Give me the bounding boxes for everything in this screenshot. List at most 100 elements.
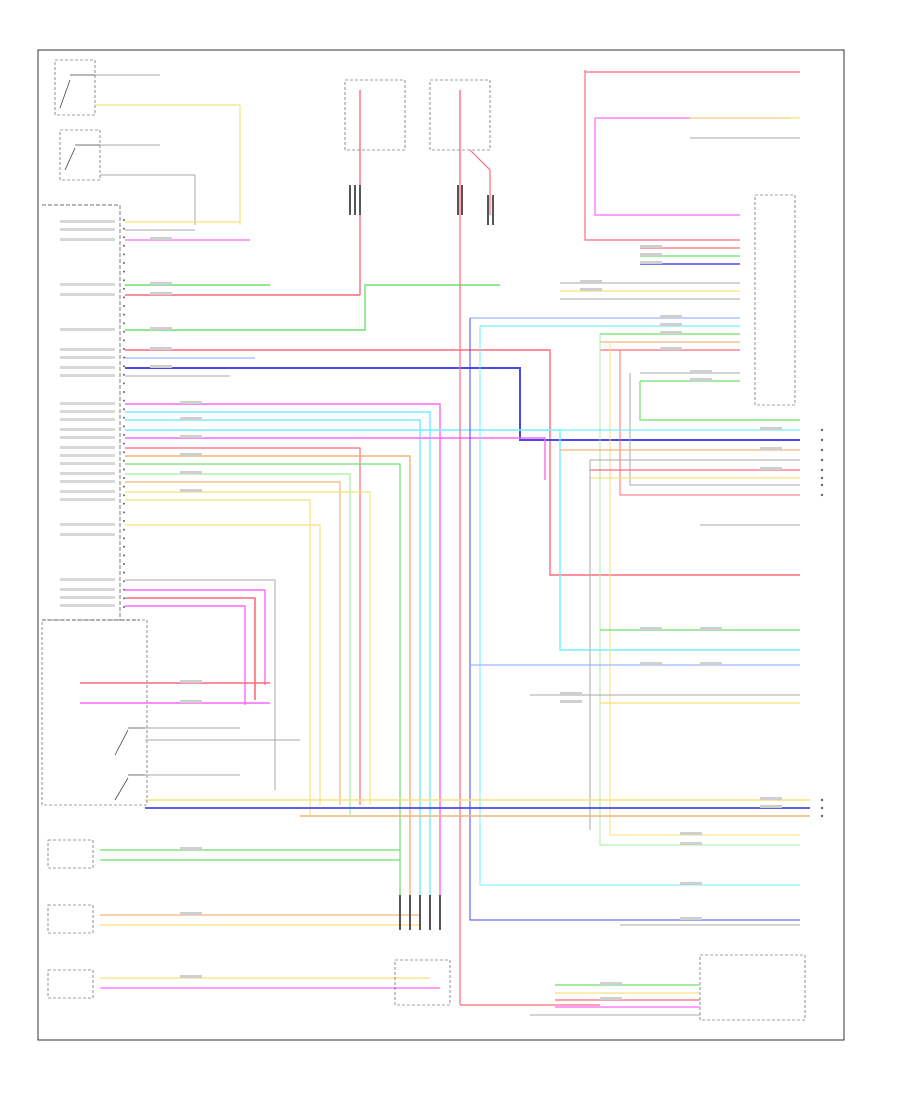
pin-label-placeholder [60,402,115,405]
connector-pin [123,545,125,548]
connector-pin [123,270,125,273]
connector-pin [123,399,125,402]
pin-label-placeholder [60,436,115,439]
pin-label-placeholder [60,328,115,331]
pin-label-placeholder [60,533,115,536]
connector-pin [123,494,125,497]
wire-label-placeholder [640,261,662,264]
pin-label-placeholder [60,293,115,296]
terminal-pin [820,428,824,432]
connector-pin [123,571,125,574]
wire-label-placeholder [640,245,662,248]
connector-pin [123,485,125,488]
connector-pin [123,382,125,385]
connector-pin [123,434,125,436]
wire-label-placeholder [180,417,202,420]
connector-pin [123,356,125,359]
wire-label-placeholder [690,370,712,373]
connector-pin [123,227,125,230]
wire-label-placeholder [640,253,662,256]
wire-labels [150,237,782,1000]
bottom-right-module [530,954,806,1021]
bottom-center-connector [394,895,451,1006]
wire-label-placeholder [680,842,702,845]
pin-label-placeholder [60,356,115,359]
wire-label-placeholder [760,805,782,808]
wire-label-placeholder [150,292,172,295]
wire-label-placeholder [180,912,202,915]
terminal-pin [820,448,824,452]
pin-label-placeholder [60,604,115,607]
connector-pin [123,296,125,299]
connector-pin [123,391,125,393]
pin-label-placeholder [60,480,115,483]
pin-label-placeholder [60,220,115,223]
wire-label-placeholder [580,288,602,291]
wire-label-placeholder [700,662,722,665]
pin-label-placeholder [60,366,115,369]
connector-pin [123,313,125,316]
terminal-pin [820,798,824,802]
connector-pin [123,425,125,428]
wire-label-placeholder [560,700,582,703]
wire-label-placeholder [700,627,722,630]
wire-label-placeholder [180,700,202,703]
connector-pin [123,219,125,221]
pin-label-placeholder [60,238,115,241]
wire-label-placeholder [180,471,202,474]
terminal-pin [820,476,824,480]
right-side-bundle [145,429,810,926]
wire-label-placeholder [690,378,712,381]
lower-left-switches [41,619,440,999]
connector-pin [123,597,125,600]
diagram-border [37,49,845,1041]
wire-label-placeholder [180,401,202,404]
connector-pin [123,451,125,454]
pin-label-placeholder [60,588,115,591]
terminal-pin [820,458,824,462]
wire-label-placeholder [180,975,202,978]
connector-pin [123,373,125,376]
wire-label-placeholder [660,347,682,350]
wire-label-placeholder [150,282,172,285]
connector-pin [123,408,125,411]
connector-pin [123,477,125,479]
wire-label-placeholder [680,917,702,920]
wire-label-placeholder [760,467,782,470]
pin-label-placeholder [60,523,115,526]
connector-pin [123,528,125,531]
wire-label-placeholder [660,315,682,318]
connector-pin [123,244,125,247]
wire-label-placeholder [560,692,582,695]
wire-label-placeholder [600,997,622,1000]
connector-pin [123,537,125,540]
left-body-control-module [42,204,140,621]
wire-label-placeholder [150,237,172,240]
connector-pin [123,520,125,522]
connector-pin [123,588,125,591]
wire-label-placeholder [760,797,782,800]
connector-pin [123,279,125,282]
wire-label-placeholder [180,435,202,438]
wire-label-placeholder [660,331,682,334]
pin-label-placeholder [60,462,115,465]
pin-label-placeholder [60,472,115,475]
pin-label-placeholder [60,446,115,449]
connector-pin [123,416,125,419]
left-module-pins [123,219,125,608]
wire-label-placeholder [150,365,172,368]
switch-box [54,59,96,116]
wire-label-placeholder [680,882,702,885]
wire-label-placeholder [180,680,202,683]
connector-pin [123,468,125,471]
connector-pin [123,442,125,445]
wire-label-placeholder [660,323,682,326]
pin-label-placeholder [60,596,115,599]
left-module-wires [125,185,800,930]
right-door-module [469,70,800,921]
connector-pin [123,459,125,462]
connector-pin [123,305,125,307]
pin-label-placeholder [60,428,115,431]
